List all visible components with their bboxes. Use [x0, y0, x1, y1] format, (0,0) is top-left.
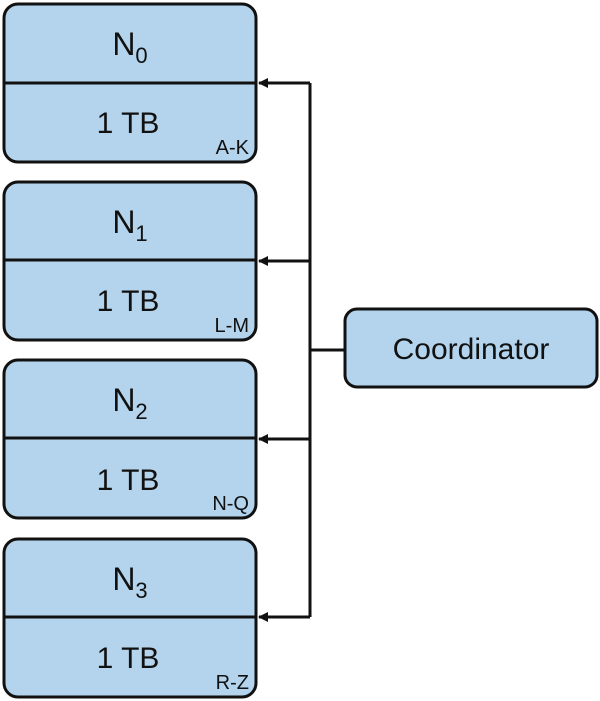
node-3: N3 1 TB R-Z — [2, 537, 258, 699]
node-1: N1 1 TB L-M — [2, 180, 258, 342]
node-3-name: N3 — [112, 561, 147, 603]
node-1-name: N1 — [112, 204, 147, 246]
node-0-key-range: A-K — [216, 137, 250, 159]
node-2-storage: 1 TB — [97, 464, 160, 497]
node-0: N0 1 TB A-K — [2, 2, 258, 164]
node-2-name: N2 — [112, 382, 147, 424]
node-1-key-range: L-M — [215, 315, 249, 337]
node-3-key-range: R-Z — [216, 672, 249, 694]
node-1-storage: 1 TB — [97, 285, 160, 318]
coordinator-box — [343, 307, 599, 389]
node-0-storage: 1 TB — [97, 107, 160, 140]
node-0-name: N0 — [112, 26, 147, 68]
node-3-storage: 1 TB — [97, 642, 160, 675]
node-2: N2 1 TB N-Q — [2, 358, 258, 520]
coordinator-label: Coordinator — [393, 333, 550, 366]
connector-lines — [258, 78, 345, 622]
node-2-key-range: N-Q — [212, 493, 249, 515]
coordinator: Coordinator — [343, 307, 599, 389]
